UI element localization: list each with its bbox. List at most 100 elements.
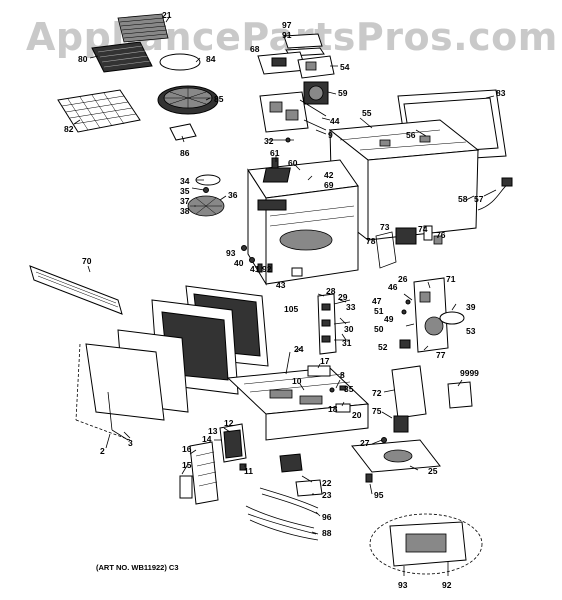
- callout-42: 42: [324, 170, 334, 180]
- callout-86: 86: [180, 148, 190, 158]
- part-22-23-covers[interactable]: [279, 453, 323, 497]
- callout-51: 51: [374, 306, 384, 316]
- callout-50: 50: [374, 324, 384, 334]
- part-70-control-panel[interactable]: [29, 265, 123, 315]
- callout-33: 33: [346, 302, 356, 312]
- callout-15: 15: [182, 460, 192, 470]
- callout-71: 71: [446, 274, 456, 284]
- part-96-harness[interactable]: [259, 487, 319, 515]
- callout-74: 74: [418, 224, 428, 234]
- callout-28: 28: [326, 286, 336, 296]
- small-parts-center[interactable]: [241, 245, 303, 277]
- callout-43: 43: [276, 280, 286, 290]
- callout-31: 31: [342, 338, 352, 348]
- detail-inset-ellipse[interactable]: [369, 513, 483, 576]
- part-44-housing[interactable]: [259, 91, 327, 133]
- part-72-panel[interactable]: [391, 365, 427, 419]
- oven-cavity[interactable]: [247, 159, 359, 286]
- callout-32: 32: [264, 136, 274, 146]
- callout-93-center: 93: [226, 248, 236, 258]
- callout-52: 52: [378, 342, 388, 352]
- part-57-power-cord[interactable]: [477, 177, 513, 211]
- part-59-magnetron[interactable]: [303, 81, 329, 105]
- callout-70: 70: [82, 256, 92, 266]
- callout-9999: 9999: [460, 368, 479, 378]
- callout-26: 26: [398, 274, 408, 284]
- callout-92-inset: 92: [442, 580, 452, 590]
- callout-24: 24: [294, 344, 304, 354]
- part-86-pad[interactable]: [169, 123, 197, 141]
- callout-9-top: 9: [328, 130, 333, 140]
- callout-38: 38: [180, 206, 190, 216]
- callout-25: 25: [428, 466, 438, 476]
- part-82-rack[interactable]: [57, 89, 141, 133]
- callout-97: 97: [282, 20, 292, 30]
- part-80-filter[interactable]: [91, 41, 153, 73]
- part-68-bracket[interactable]: [257, 51, 307, 75]
- part-61-switch[interactable]: [271, 157, 279, 169]
- callout-46: 46: [388, 282, 398, 292]
- part-85-turntable[interactable]: [157, 85, 219, 115]
- callout-23: 23: [322, 490, 332, 500]
- callout-105: 105: [284, 304, 298, 314]
- callout-76: 76: [436, 230, 446, 240]
- part-84-ring[interactable]: [159, 53, 201, 71]
- callout-73: 73: [380, 222, 390, 232]
- part-73-74-76-78-assembly[interactable]: [375, 225, 443, 269]
- callout-3: 3: [128, 438, 133, 448]
- callout-16: 16: [182, 444, 192, 454]
- callout-57: 57: [474, 194, 484, 204]
- callout-96: 96: [322, 512, 332, 522]
- callout-35-lower: 35: [344, 384, 354, 394]
- part-54-board[interactable]: [297, 55, 335, 79]
- base-plate[interactable]: [226, 367, 370, 441]
- callout-55: 55: [362, 108, 372, 118]
- part-34-38-stirrer[interactable]: [187, 174, 225, 217]
- callout-54: 54: [340, 62, 350, 72]
- part-105-latch-assembly[interactable]: [317, 293, 351, 355]
- callout-13: 13: [208, 426, 218, 436]
- callout-2: 2: [100, 446, 105, 456]
- callout-80: 80: [78, 54, 88, 64]
- callout-49: 49: [384, 314, 394, 324]
- callout-47: 47: [372, 296, 382, 306]
- part-9999-manual[interactable]: [447, 381, 473, 409]
- callout-36: 36: [228, 190, 238, 200]
- part-88-harness[interactable]: [245, 505, 319, 541]
- callout-8: 8: [340, 370, 345, 380]
- callout-92-center: 92: [262, 264, 272, 274]
- art-number: (ART NO. WB11922) C3: [96, 563, 179, 572]
- door-assembly[interactable]: [75, 285, 269, 441]
- callout-40: 40: [234, 258, 244, 268]
- leader-lines: [73, 15, 497, 535]
- callout-30: 30: [344, 324, 354, 334]
- callout-37: 37: [180, 196, 190, 206]
- callout-77: 77: [436, 350, 446, 360]
- callout-91: 91: [282, 30, 292, 40]
- callout-20: 20: [352, 410, 362, 420]
- part-71-control-board[interactable]: [399, 277, 465, 353]
- callout-39: 39: [466, 302, 476, 312]
- callout-56: 56: [406, 130, 416, 140]
- callout-69: 69: [324, 180, 334, 190]
- callout-85: 85: [214, 94, 224, 104]
- part-75-27-25-bottom-assembly[interactable]: [351, 415, 441, 483]
- callout-61: 61: [270, 148, 280, 158]
- callout-44: 44: [330, 116, 340, 126]
- callout-75: 75: [372, 406, 382, 416]
- callout-41: 41: [250, 264, 260, 274]
- callout-93-inset: 93: [398, 580, 408, 590]
- part-12-16-keypad[interactable]: [179, 423, 247, 505]
- callout-58: 58: [458, 194, 468, 204]
- callout-34: 34: [180, 176, 190, 186]
- callout-11: 11: [244, 466, 253, 476]
- callout-12: 12: [224, 418, 234, 428]
- callout-21: 21: [162, 10, 172, 20]
- callout-72: 72: [372, 388, 382, 398]
- callout-60: 60: [288, 158, 298, 168]
- callout-95: 95: [374, 490, 384, 500]
- callout-84: 84: [206, 54, 216, 64]
- part-21-grille[interactable]: [117, 13, 169, 43]
